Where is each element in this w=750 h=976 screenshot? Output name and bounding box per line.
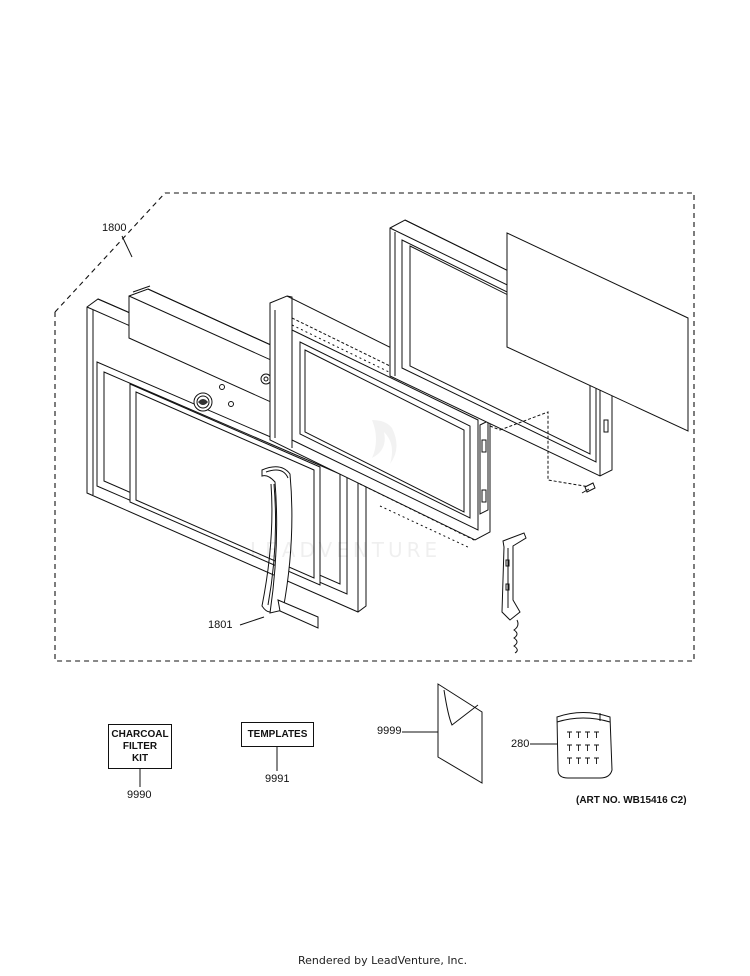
choke-frame: [269, 295, 491, 541]
leader-1800: [121, 235, 133, 258]
assembly-boundary: [54, 192, 695, 662]
screw-grid: [567, 731, 599, 764]
charcoal-line-1: CHARCOAL: [111, 728, 169, 740]
callout-1801: 1801: [208, 619, 233, 631]
glass-sheet: [506, 232, 689, 432]
watermark-text: LEADVENTURE: [250, 538, 442, 562]
leader-1801: [239, 616, 265, 626]
callout-9991: 9991: [265, 773, 290, 785]
callout-280: 280: [511, 738, 530, 750]
art-number: (ART NO. WB15416 C2): [576, 795, 687, 806]
charcoal-filter-kit-box: CHARCOAL FILTER KIT: [108, 724, 172, 769]
door-hinge: [501, 532, 527, 654]
door-handle: [261, 466, 319, 629]
charcoal-line-2: FILTER: [122, 740, 158, 752]
templates-box: TEMPLATES: [241, 722, 314, 747]
inner-glass-panel: [129, 383, 321, 586]
screw-packet: [556, 712, 613, 779]
charcoal-line-3: KIT: [131, 752, 149, 764]
callout-1800: 1800: [102, 222, 127, 234]
footer-credit: Rendered by LeadVenture, Inc.: [298, 954, 468, 967]
screw-part: [581, 482, 596, 494]
callout-9999: 9999: [377, 725, 402, 737]
callout-9990: 9990: [127, 789, 152, 801]
watermark-flame-icon: [372, 420, 397, 464]
templates-label: TEMPLATES: [247, 728, 308, 740]
literature-envelope: [437, 683, 483, 784]
